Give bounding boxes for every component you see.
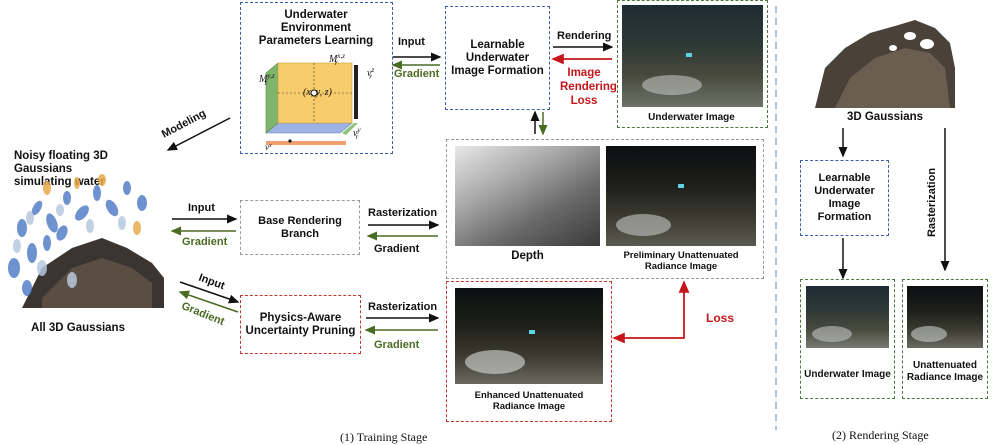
pap-gradient-right-label: Gradient xyxy=(374,339,420,351)
enhanced-caption: Enhanced Unattenuated Radiance Image xyxy=(474,390,584,412)
enhanced-photo xyxy=(455,288,603,384)
enhanced-radiance-panel: Enhanced Unattenuated Radiance Image xyxy=(446,281,612,422)
learnable-formation-box: Learnable Underwater Image Formation xyxy=(445,6,550,110)
base-rasterization-label: Rasterization xyxy=(368,207,438,219)
loss-arrow xyxy=(612,284,685,344)
depth-photo xyxy=(455,146,600,246)
pap-rasterization-label: Rasterization xyxy=(368,301,438,313)
rendering-formation-box: Learnable Underwater Image Formation xyxy=(800,160,889,236)
point-label: (x, y, z) xyxy=(303,87,332,98)
rendered-underwater-photo xyxy=(806,286,889,348)
underwater-photo xyxy=(622,5,763,107)
rendered-unattenuated-photo xyxy=(907,286,983,348)
v-z-label: v xyxy=(367,68,372,79)
uwe-input-label: Input xyxy=(398,36,425,48)
parameter-cube xyxy=(265,62,358,145)
modeling-arrow xyxy=(166,117,231,151)
rendered-underwater-panel: Underwater Image xyxy=(800,279,895,399)
rendering-caption: (2) Rendering Stage xyxy=(832,428,929,442)
v-x-label: v xyxy=(265,142,269,152)
preliminary-caption: Preliminary Unattenuated Radiance Image xyxy=(623,250,739,272)
base-gradient-label: Gradient xyxy=(182,236,228,248)
uwe-params-box: Underwater Environment Parameters Learni… xyxy=(240,2,393,154)
underwater-image-caption: Underwater Image xyxy=(648,112,735,123)
m-xz-label: M xyxy=(329,54,338,65)
rendered-unattenuated-panel: Unattenuated Radiance Image xyxy=(902,279,988,399)
base-gradient-right-label: Gradient xyxy=(374,243,420,255)
uwe-params-title: Underwater Environment Parameters Learni… xyxy=(258,9,374,47)
loss-label: Loss xyxy=(706,311,735,325)
depth-radiance-panel: Depth Preliminary Unattenuated Radiance … xyxy=(446,139,764,279)
v-y-label: v xyxy=(353,128,358,139)
training-caption: (1) Training Stage xyxy=(340,430,428,444)
preliminary-photo xyxy=(606,146,756,246)
noisy-gaussians-label: Noisy floating 3D Gaussians simulating w… xyxy=(14,150,108,188)
uwe-gradient-label: Gradient xyxy=(394,68,440,80)
rendered-gaussians-illustration xyxy=(815,20,955,108)
uncertainty-pruning-box: Physics-Aware Uncertainty Pruning xyxy=(240,295,361,354)
all-gaussians-label: All 3D Gaussians xyxy=(31,322,125,334)
rendering-gaussians-label: 3D Gaussians xyxy=(846,111,924,123)
gaussians-illustration xyxy=(8,174,164,308)
m-yz-label: M xyxy=(259,74,268,85)
depth-caption: Depth xyxy=(511,250,544,262)
underwater-image-panel: Underwater Image xyxy=(617,0,768,128)
rendering-label: Rendering xyxy=(557,30,612,42)
rendered-unattenuated-caption: Unattenuated Radiance Image xyxy=(906,360,984,383)
image-rendering-loss-label: Image Rendering Loss xyxy=(560,67,617,107)
rendering-rasterization-label: Rasterization xyxy=(926,167,939,238)
base-rendering-box: Base Rendering Branch xyxy=(240,200,360,255)
rendered-underwater-caption: Underwater Image xyxy=(804,369,891,380)
base-input-label: Input xyxy=(188,202,215,214)
